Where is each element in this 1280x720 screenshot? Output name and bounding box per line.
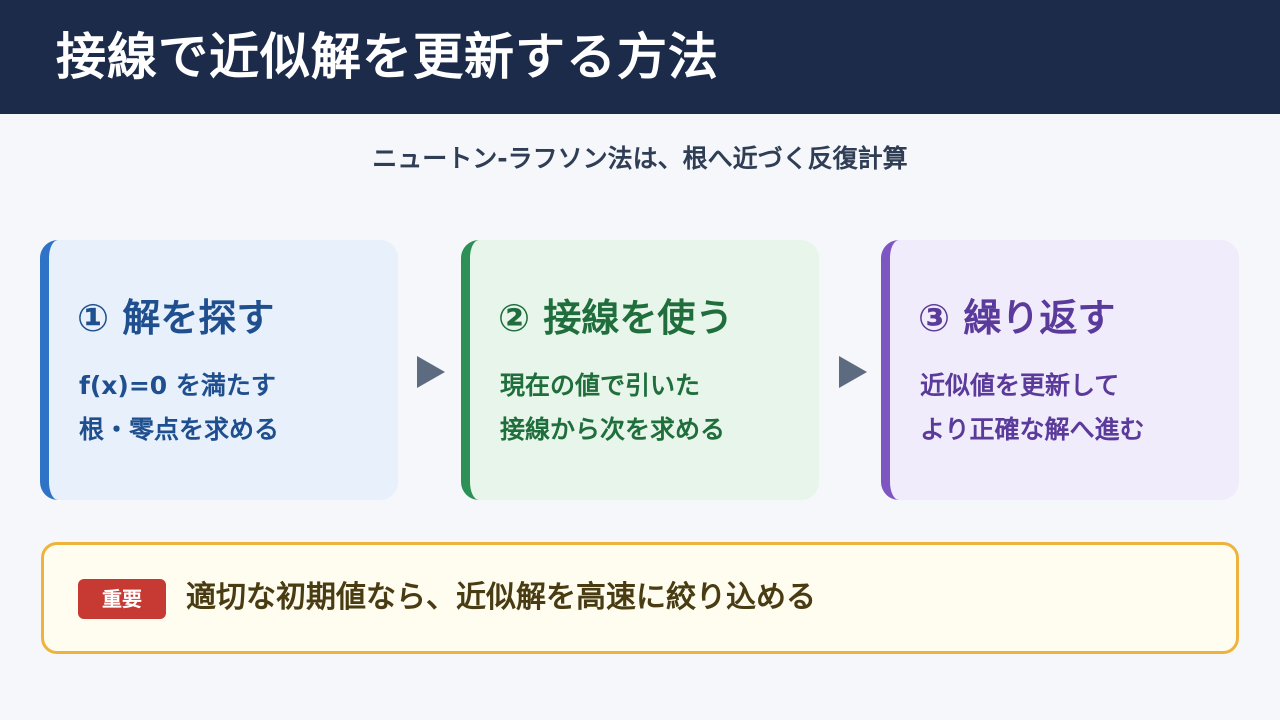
step-card-repeat: ③ 繰り返す 近似値を更新して より正確な解へ進む: [881, 240, 1239, 500]
step-title: ① 解を探す: [77, 296, 275, 340]
note-text: 適切な初期値なら、近似解を高速に絞り込める: [186, 580, 816, 615]
step-description-line: 現在の値で引いた: [500, 371, 701, 400]
step-card-find-solution: ① 解を探す f(x)=0 を満たす 根・零点を求める: [40, 240, 398, 500]
step-description-line: 接線から次を求める: [500, 415, 726, 444]
arrow-right-icon: [417, 356, 445, 388]
important-badge: 重要: [78, 579, 166, 619]
step-description-line: f(x)=0 を満たす: [79, 371, 276, 400]
step-description: 現在の値で引いた 接線から次を求める: [500, 364, 725, 452]
step-card-use-tangent: ② 接線を使う 現在の値で引いた 接線から次を求める: [461, 240, 819, 500]
arrow-right-icon: [839, 356, 867, 388]
step-title: ② 接線を使う: [498, 296, 734, 340]
subtitle: ニュートン-ラフソン法は、根へ近づく反復計算: [372, 144, 908, 173]
step-description-line: 根・零点を求める: [79, 415, 280, 444]
page-title: 接線で近似解を更新する方法: [56, 28, 719, 86]
step-description-line: 近似値を更新して: [920, 371, 1120, 400]
step-description: f(x)=0 を満たす 根・零点を求める: [79, 364, 279, 452]
important-note: 重要 適切な初期値なら、近似解を高速に絞り込める: [41, 542, 1239, 654]
step-description: 近似値を更新して より正確な解へ進む: [920, 364, 1145, 452]
step-description-line: より正確な解へ進む: [920, 415, 1145, 444]
step-title: ③ 繰り返す: [918, 296, 1116, 340]
header-bar: 接線で近似解を更新する方法: [0, 0, 1280, 114]
